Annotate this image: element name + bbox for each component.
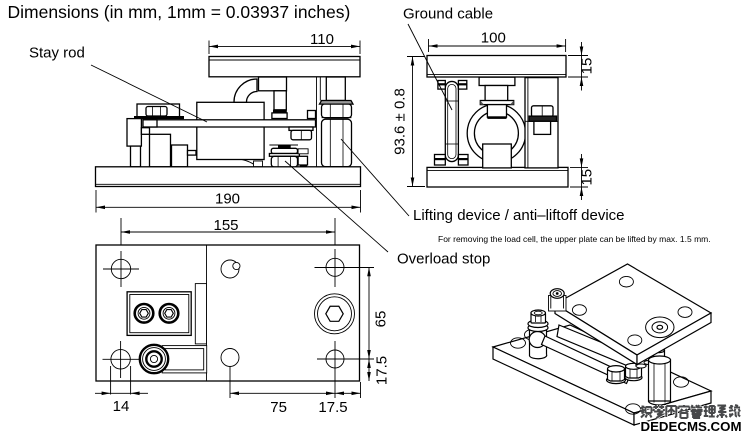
svg-text:DEDECMS.COM: DEDECMS.COM [641,419,742,434]
svg-text:75: 75 [270,399,287,416]
svg-text:110: 110 [310,31,334,48]
svg-text:190: 190 [215,190,240,207]
svg-text:Ground cable: Ground cable [403,6,493,23]
svg-text:15: 15 [579,169,596,186]
svg-text:17.5: 17.5 [318,399,347,416]
svg-text:Lifting device / anti–liftoff: Lifting device / anti–liftoff device [413,207,625,224]
svg-text:15: 15 [579,58,596,75]
svg-text:For removing the load cell, th: For removing the load cell, the upper pl… [438,234,711,244]
svg-text:17.5: 17.5 [374,356,391,385]
svg-text:65: 65 [373,311,390,328]
svg-text:100: 100 [481,29,506,46]
svg-text:Overload stop: Overload stop [397,251,490,268]
svg-text:Stay rod: Stay rod [29,45,85,62]
svg-text:155: 155 [213,217,238,234]
svg-text:93.6 ± 0.8: 93.6 ± 0.8 [392,88,409,155]
svg-text:14: 14 [113,398,130,415]
svg-text:Dimensions (in mm, 1mm = 0.039: Dimensions (in mm, 1mm = 0.03937 inches) [8,2,351,22]
